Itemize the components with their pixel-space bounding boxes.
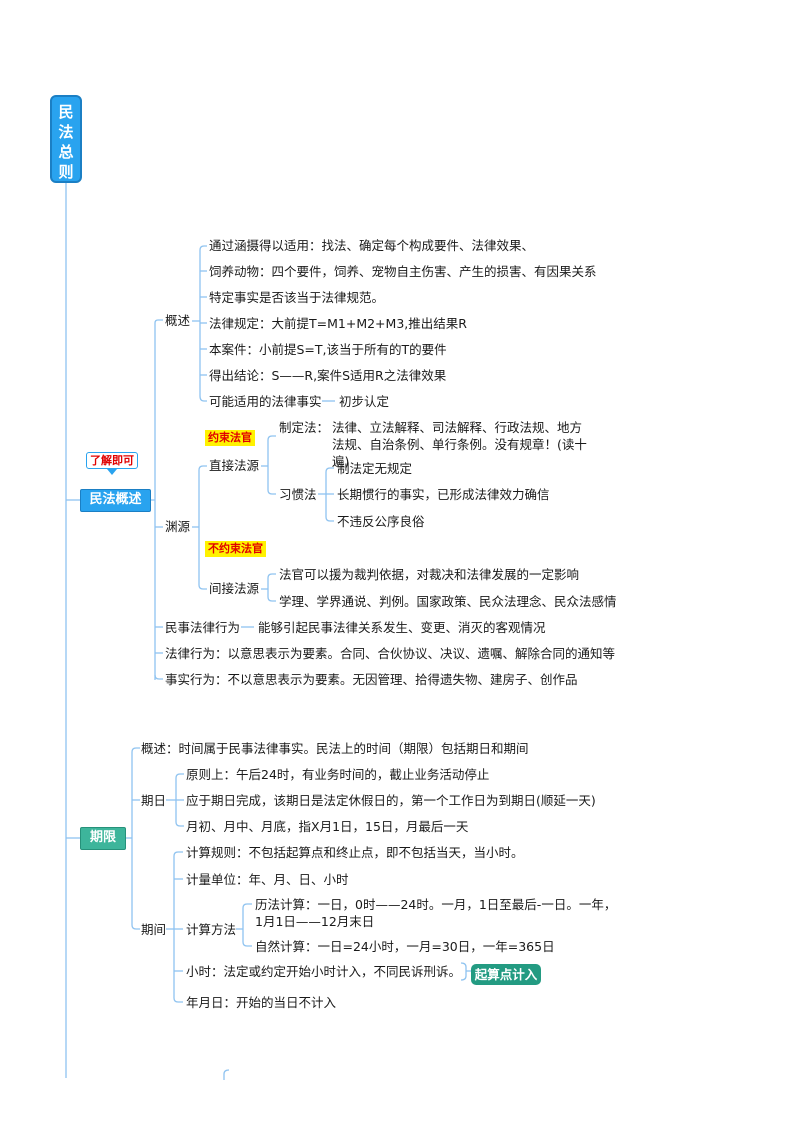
method-lifa: 历法计算：一日，0时——24时。一月，1日至最后-一日。一年，1月1日——12月… bbox=[255, 897, 617, 929]
root-node[interactable]: 民法总则 bbox=[50, 95, 82, 183]
gaishu-item-3: 特定事实是否该当于法律规范。 bbox=[209, 290, 385, 305]
indirect-item-2: 学理、学界通说、判例。国家政策、民众法理念、民众法感情 bbox=[279, 594, 617, 609]
indirect-item-1: 法官可以援为裁判依据，对裁决和法律发展的一定影响 bbox=[279, 567, 580, 582]
gaishu-item-5: 本案件：小前提S=T,该当于所有的T的要件 bbox=[209, 342, 447, 357]
minshi-text: 能够引起民事法律关系发生、变更、消灭的客观情况 bbox=[258, 620, 546, 635]
xiguan-item-2: 长期惯行的事实，已形成法律效力确信 bbox=[337, 487, 550, 502]
node-yuanyuan[interactable]: 渊源 bbox=[165, 519, 191, 534]
gaishu-item-1: 通过涵摄得以适用：找法、确定每个构成要件、法律效果、 bbox=[209, 238, 535, 253]
qiri-item-1: 原则上：午后24时，有业务时间的，截止业务活动停止 bbox=[186, 767, 490, 782]
callout-note: 了解即可 bbox=[86, 452, 138, 475]
node-xiguan[interactable]: 习惯法 bbox=[279, 487, 317, 502]
badge-indirect: 不约束法官 bbox=[205, 541, 266, 557]
qijian-hour: 小时：法定或约定开始小时计入，不同民诉刑诉。 bbox=[186, 964, 462, 979]
node-indirect-source[interactable]: 间接法源 bbox=[209, 581, 260, 596]
gaishu-item-7: 可能适用的法律事实 bbox=[209, 394, 322, 409]
node-shishi: 事实行为：不以意思表示为要素。无因管理、拾得遗失物、建房子、创作品 bbox=[165, 672, 578, 687]
qiri-item-3: 月初、月中、月底，指X月1日，15日，月最后一天 bbox=[186, 819, 469, 834]
hour-tag: 起算点计入 bbox=[471, 964, 541, 985]
node-qijian[interactable]: 期间 bbox=[141, 922, 167, 937]
gaishu-sub: 初步认定 bbox=[339, 394, 390, 409]
node-sec2[interactable]: 期限 bbox=[80, 827, 126, 850]
qijian-unit: 计量单位：年、月、日、小时 bbox=[186, 872, 349, 887]
badge-direct: 约束法官 bbox=[205, 430, 255, 446]
node-gaishu[interactable]: 概述 bbox=[165, 313, 191, 328]
xiguan-item-3: 不违反公序良俗 bbox=[337, 514, 425, 529]
zhiding-text: 法律、立法解释、司法解释、行政法规、地方法规、自治条例、单行条例。没有规章！(读… bbox=[332, 420, 587, 469]
qiri-item-2: 应于期日完成，该期日是法定休假日的，第一个工作日为到期日(顺延一天) bbox=[186, 793, 596, 808]
gaishu-item-4: 法律规定：大前提T=M1+M2+M3,推出结果R bbox=[209, 316, 467, 331]
node-method[interactable]: 计算方法 bbox=[186, 922, 237, 937]
node-falv: 法律行为：以意思表示为要素。合同、合伙协议、决议、遗嘱、解除合同的通知等 bbox=[165, 646, 616, 661]
method-ziran: 自然计算：一日=24小时，一月=30日，一年=365日 bbox=[255, 939, 555, 954]
qijian-ymd: 年月日：开始的当日不计入 bbox=[186, 995, 337, 1010]
gaishu-item-6: 得出结论：S——R,案件S适用R之法律效果 bbox=[209, 368, 447, 383]
qijian-rule: 计算规则：不包括起算点和终止点，即不包括当天，当小时。 bbox=[186, 845, 524, 860]
node-minshi[interactable]: 民事法律行为 bbox=[165, 620, 241, 635]
xiguan-item-1: 制法定无规定 bbox=[337, 461, 413, 476]
node-qiri[interactable]: 期日 bbox=[141, 793, 167, 808]
zhiding-label: 制定法： bbox=[279, 420, 330, 435]
node-sec1[interactable]: 民法概述 bbox=[80, 489, 151, 512]
qixian-gaishu: 概述：时间属于民事法律事实。民法上的时间（期限）包括期日和期间 bbox=[141, 741, 529, 756]
node-direct-source[interactable]: 直接法源 bbox=[209, 458, 260, 473]
gaishu-item-2: 饲养动物：四个要件，饲养、宠物自主伤害、产生的损害、有因果关系 bbox=[209, 264, 597, 279]
